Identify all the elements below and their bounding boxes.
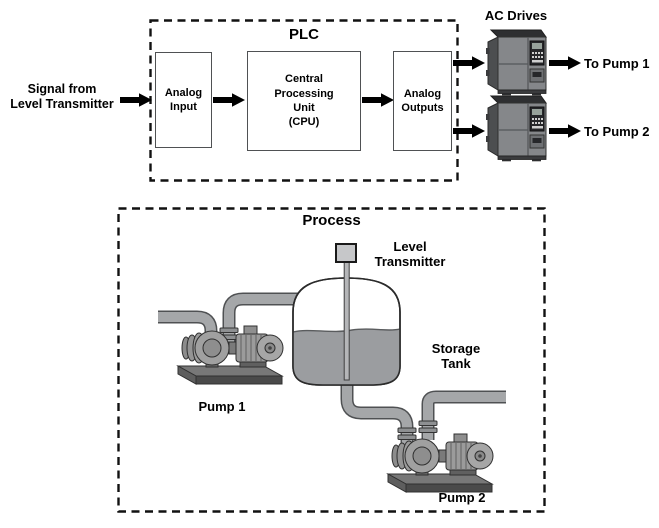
arrow-drive2-to-pump2	[549, 124, 581, 138]
level-transmitter-label: Level Transmitter	[374, 239, 446, 270]
arrow-signal-to-plc	[120, 93, 152, 107]
tank-to-pump2-pipe	[340, 378, 414, 444]
ac-drives-label: AC Drives	[484, 8, 548, 23]
ac-drive-2-image	[485, 95, 547, 162]
arrow-drive1-to-pump1	[549, 56, 581, 70]
pump2-discharge-pipe	[421, 390, 506, 440]
ac-drive-1-image	[485, 29, 547, 96]
cpu-block: Central Processing Unit (CPU)	[247, 51, 361, 151]
to-pump1-label: To Pump 1	[584, 56, 650, 71]
storage-tank-label: Storage Tank	[431, 341, 481, 372]
analog-outputs-block: Analog Outputs	[393, 51, 452, 151]
process-box-title: Process	[302, 212, 361, 229]
pump1-label: Pump 1	[198, 399, 246, 414]
plc-box-title: PLC	[289, 26, 319, 43]
arrow-cpu-to-outputs	[362, 93, 394, 107]
pump2-label: Pump 2	[438, 490, 486, 505]
level-transmitter-icon	[335, 243, 357, 263]
to-pump2-label: To Pump 2	[584, 124, 650, 139]
signal-source-label: Signal from Level Transmitter	[10, 82, 114, 111]
analog-input-block: Analog Input	[155, 52, 212, 148]
arrow-input-to-cpu	[213, 93, 245, 107]
level-transmitter-rod	[343, 261, 350, 381]
pump2-flanges	[397, 420, 438, 440]
pump1-discharge-pipe	[222, 292, 300, 345]
